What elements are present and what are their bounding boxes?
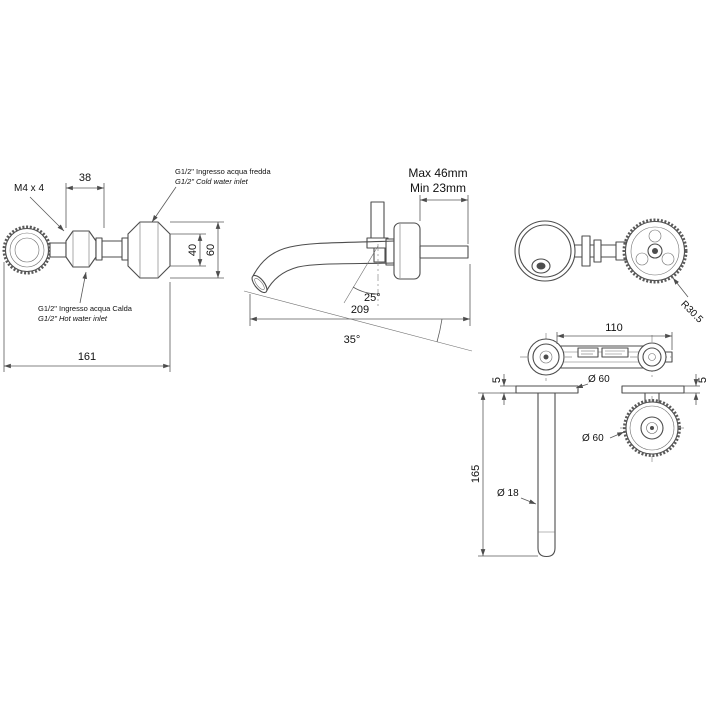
dim-5-right-label: 5 bbox=[697, 377, 709, 383]
angle-35-label: 35° bbox=[344, 334, 361, 346]
dia-18-callout: Ø 18 bbox=[497, 488, 537, 505]
spout-tube bbox=[251, 240, 395, 294]
dim-60: 60 bbox=[170, 221, 224, 279]
left-valve-stem bbox=[49, 242, 67, 258]
dim-110-label: 110 bbox=[605, 322, 623, 334]
dim-5-left-label: 5 bbox=[491, 377, 503, 383]
m4-callout: M4 x 4 bbox=[14, 183, 65, 232]
dim-38-label: 38 bbox=[79, 172, 91, 184]
dim-165: 165 bbox=[470, 392, 538, 557]
dim-5-right: 5 bbox=[684, 374, 709, 405]
left-flange-plan bbox=[520, 333, 572, 381]
threaded-stem bbox=[366, 201, 389, 263]
wall-flange bbox=[393, 222, 421, 280]
angle-35: 35° bbox=[243, 290, 473, 352]
hot-inlet-callout: G1/2" Ingresso acqua Calda G1/2" Hot wat… bbox=[38, 271, 133, 323]
max-dim-label: Max 46mm bbox=[408, 166, 467, 180]
escutcheon-plate-right bbox=[621, 385, 685, 394]
cold-inlet-label-it: G1/2" Ingresso acqua fredda bbox=[175, 167, 271, 176]
flange-circle bbox=[514, 220, 576, 282]
front-view: 38 161 40 60 M4 x 4 G1/2" bbox=[2, 167, 271, 372]
right-valve-body bbox=[127, 221, 171, 279]
hot-inlet-label-it: G1/2" Ingresso acqua Calda bbox=[38, 304, 133, 313]
spout-plan-tube bbox=[537, 392, 556, 558]
connecting-bar bbox=[95, 237, 129, 261]
wall-rod bbox=[419, 245, 469, 259]
handwheel-side bbox=[622, 218, 688, 284]
right-valve-plan bbox=[630, 335, 674, 379]
dia-60-plate-callout: Ø 60 bbox=[575, 374, 610, 389]
dim-110: 110 bbox=[556, 322, 673, 350]
left-handwheel bbox=[2, 225, 52, 275]
mounting-rod bbox=[574, 235, 627, 267]
cold-inlet-callout: G1/2" Ingresso acqua fredda G1/2" Cold w… bbox=[151, 167, 271, 223]
dia-18-label: Ø 18 bbox=[497, 488, 519, 499]
dim-161: 161 bbox=[3, 262, 171, 372]
valve-side-view: R30.5 bbox=[514, 218, 705, 326]
angle-25-label: 25° bbox=[364, 292, 381, 304]
dim-209: 209 bbox=[249, 264, 471, 326]
dim-161-label: 161 bbox=[78, 351, 96, 363]
dim-38: 38 bbox=[65, 172, 105, 228]
dia-60-handle-label: Ø 60 bbox=[582, 433, 604, 444]
cold-inlet-label-en: G1/2" Cold water inlet bbox=[175, 177, 249, 186]
radius-r305-label: R30.5 bbox=[678, 299, 705, 326]
handwheel-plan bbox=[620, 392, 684, 462]
cartridge-collar bbox=[385, 238, 395, 266]
escutcheon-plate-left bbox=[515, 385, 579, 394]
dim-60-label: 60 bbox=[205, 244, 217, 256]
spout-side-view: Max 46mm Min 23mm 25° 209 35° bbox=[243, 166, 473, 352]
dia-60-plate-label: Ø 60 bbox=[588, 374, 610, 385]
left-valve-body bbox=[65, 230, 97, 268]
dia-60-handle-callout: Ø 60 bbox=[582, 431, 625, 444]
angle-25: 25° bbox=[343, 244, 381, 306]
dim-40: 40 bbox=[170, 233, 206, 267]
radius-callout: R30.5 bbox=[672, 277, 705, 326]
dim-40-label: 40 bbox=[187, 244, 199, 256]
min-dim-label: Min 23mm bbox=[410, 181, 466, 195]
hot-inlet-label-en: G1/2" Hot water inlet bbox=[38, 314, 108, 323]
dim-165-label: 165 bbox=[470, 465, 482, 483]
m4-label: M4 x 4 bbox=[14, 183, 44, 194]
dim-5-left: 5 bbox=[491, 374, 516, 405]
dim-209-label: 209 bbox=[351, 304, 369, 316]
dim-max-min: Max 46mm Min 23mm bbox=[408, 166, 469, 244]
spout-outlet bbox=[251, 274, 268, 294]
plan-view: 110 5 5 Ø 60 bbox=[470, 322, 709, 558]
